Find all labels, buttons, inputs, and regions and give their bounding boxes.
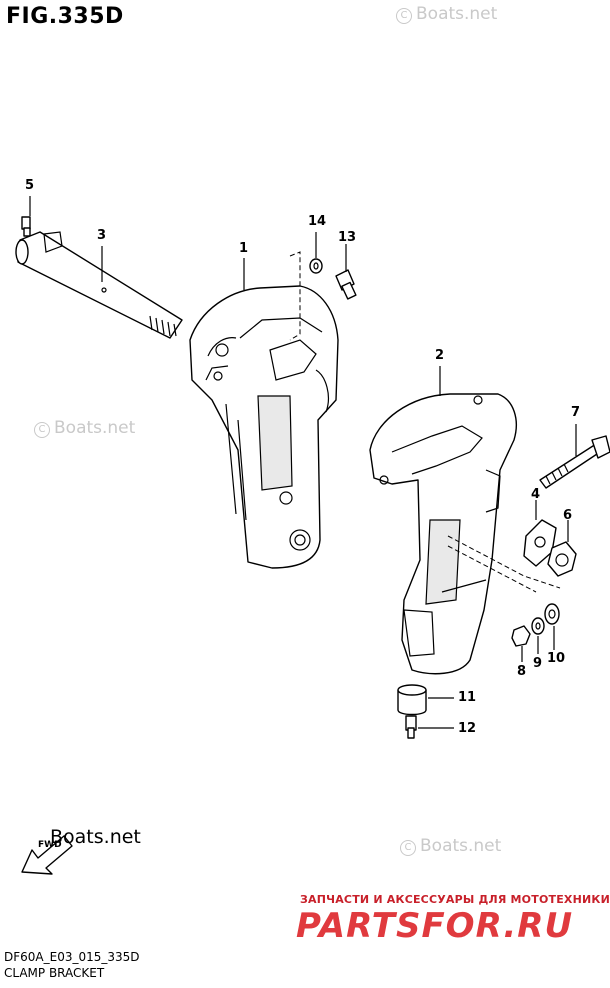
figure-code: DF60A_E03_015_335D — [4, 950, 140, 964]
copyright-icon: C — [34, 422, 50, 438]
callout-1: 1 — [239, 241, 249, 256]
callout-14: 14 — [308, 214, 327, 229]
callout-5: 5 — [25, 178, 35, 193]
callout-6: 6 — [563, 508, 573, 523]
callout-2: 2 — [435, 348, 445, 363]
callout-13: 13 — [338, 230, 357, 245]
part-9-washer — [531, 617, 545, 635]
part-10-washer — [544, 603, 560, 625]
watermark-text: Boats.net — [416, 4, 498, 24]
promo-brand-logo: PARTSFOR.RU — [296, 906, 574, 946]
callout-8: 8 — [517, 664, 527, 679]
forward-watermark: FWD Boats.net — [38, 826, 141, 850]
callout-7: 7 — [571, 405, 581, 420]
copyright-icon: C — [396, 8, 412, 24]
part-5-bolt — [21, 216, 31, 237]
part-6-nut — [547, 541, 577, 577]
watermark-text: Boats.net — [420, 836, 502, 856]
callout-3: 3 — [97, 228, 107, 243]
part-11-stopper — [397, 684, 427, 716]
promo-tagline: ЗАПЧАСТИ И АКСЕССУАРЫ ДЛЯ МОТОТЕХНИКИ — [300, 893, 610, 906]
part-3-shaft — [15, 231, 183, 339]
callout-9: 9 — [533, 656, 543, 671]
watermark-text: Boats.net — [50, 826, 141, 848]
part-12-bolt — [405, 715, 417, 739]
part-2-clamp-bracket — [369, 393, 517, 675]
part-13-bolt — [335, 269, 357, 300]
part-8-nut — [511, 625, 531, 647]
part-14-washer — [309, 258, 323, 274]
forward-arrow-icon — [21, 835, 73, 875]
part-7-bolt — [539, 435, 610, 489]
callout-4: 4 — [531, 487, 541, 502]
callout-10: 10 — [547, 651, 566, 666]
figure-caption: CLAMP BRACKET — [4, 966, 105, 980]
figure-title: FIG.335D — [6, 4, 124, 29]
copyright-icon: C — [400, 840, 416, 856]
callout-11: 11 — [458, 690, 477, 705]
callout-12: 12 — [458, 721, 477, 736]
forward-label: FWD — [38, 840, 62, 850]
watermark-text: Boats.net — [54, 418, 136, 438]
part-1-clamp-bracket — [189, 285, 339, 569]
